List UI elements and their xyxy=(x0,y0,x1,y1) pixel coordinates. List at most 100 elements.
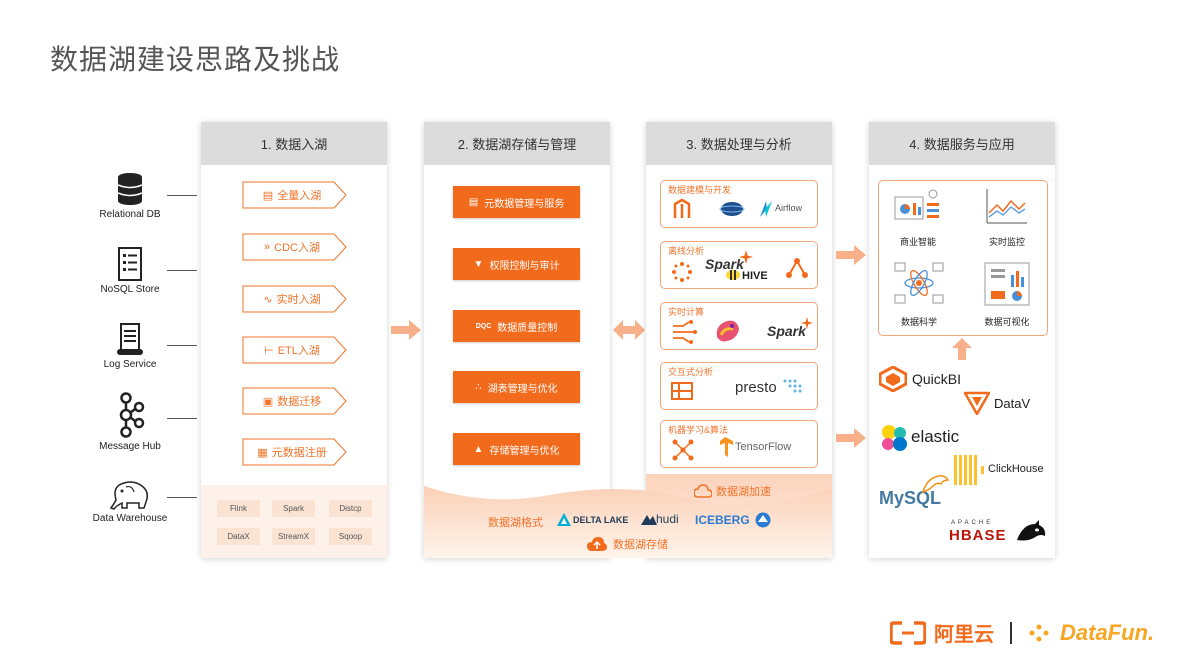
lake-storage: 数据湖存储 xyxy=(587,536,668,552)
mysql-label: MySQL xyxy=(879,488,942,508)
group-interactive: 交互式分析 presto xyxy=(660,362,818,410)
elephant-icon xyxy=(109,481,149,510)
group-ml: 机器学习&算法 TensorFlow xyxy=(660,420,818,468)
hive-bee-icon xyxy=(726,270,740,280)
source-log-service: Log Service xyxy=(90,322,170,370)
dashboard-icon xyxy=(894,189,939,220)
app-visualization: 数据可视化 xyxy=(984,317,1030,327)
ingest-etl[interactable]: ⊢ETL入湖 xyxy=(242,336,347,364)
hudi-icon xyxy=(641,515,657,525)
book-icon: ▤ xyxy=(468,196,479,208)
arrow-right-icon xyxy=(836,245,866,265)
source-message-hub: Message Hub xyxy=(90,392,170,452)
report-icon xyxy=(984,262,1030,306)
scroll-icon xyxy=(117,323,143,355)
datafun-label: DataFun. xyxy=(1060,619,1155,645)
aliyun-label: 阿里云 xyxy=(934,624,994,646)
tools-area xyxy=(201,485,387,558)
page-title: 数据湖建设思路及挑战 xyxy=(50,44,341,75)
ingest-full[interactable]: ▤全量入湖 xyxy=(242,181,347,209)
spark-label: Spark xyxy=(705,256,744,272)
ingest-metadata-register[interactable]: ▦元数据注册 xyxy=(242,438,347,466)
dolphin-icon xyxy=(921,475,949,494)
tensorflow-logo-icon xyxy=(720,437,733,457)
orca-icon xyxy=(1017,520,1046,541)
apps-box: 商业智能 实时监控 数据科学 数据可视化 xyxy=(878,180,1048,336)
lake-format-label: 数据湖格式 xyxy=(488,517,543,529)
ingest-cdc[interactable]: »CDC入湖 xyxy=(242,233,347,261)
elastic-label: elastic xyxy=(911,427,960,446)
ingest-realtime[interactable]: ∿实时入湖 xyxy=(242,285,347,313)
access-control-button[interactable]: ▼权限控制与审计 xyxy=(453,248,580,280)
workflow-logo-icon xyxy=(786,258,808,278)
connector-line xyxy=(167,345,197,346)
iceberg-icon xyxy=(755,512,771,528)
column-header: 4. 数据服务与应用 xyxy=(869,122,1055,165)
column-header: 3. 数据处理与分析 xyxy=(646,122,832,165)
impala-logo-icon xyxy=(672,262,692,282)
pulse-icon: ∿ xyxy=(263,293,273,306)
tool-distcp: Distcp xyxy=(329,500,372,517)
document-list-icon xyxy=(118,247,142,281)
aliyun-logo-icon xyxy=(890,620,926,645)
stream-logo-icon xyxy=(673,320,697,344)
arrow-bidirectional-icon xyxy=(613,320,645,340)
hudi-label: hudi xyxy=(656,512,679,526)
kylin-logo-icon xyxy=(673,198,691,218)
datav-label: DataV xyxy=(994,396,1031,411)
grid-icon: ▦ xyxy=(257,446,268,459)
airflow-logo-icon xyxy=(760,201,772,217)
database-icon xyxy=(117,173,143,205)
column-header: 2. 数据湖存储与管理 xyxy=(424,122,610,165)
lake-acceleration: 数据湖加速 xyxy=(694,483,771,499)
connector-line xyxy=(167,270,197,271)
clickhouse-logo-icon xyxy=(954,455,984,485)
tool-sqoop: Sqoop xyxy=(329,528,372,545)
shield-icon: ▼ xyxy=(473,258,484,270)
planet-logo-icon xyxy=(719,202,745,216)
tensorflow-label: TensorFlow xyxy=(735,441,792,453)
storage-wave-band xyxy=(424,486,832,558)
briefcase-icon: ▣ xyxy=(262,395,274,408)
atom-icon xyxy=(894,262,944,304)
iceberg-label: ICEBERG xyxy=(695,513,750,527)
app-monitoring: 实时监控 xyxy=(988,237,1025,247)
metadata-service-button[interactable]: ▤元数据管理与服务 xyxy=(453,186,580,218)
spark-star-icon xyxy=(739,250,753,264)
column-services-applications: 4. 数据服务与应用 商业智能 实时监控 数据科学 xyxy=(869,122,1055,558)
arrow-right-icon xyxy=(836,428,866,448)
hbase-apache-label: APACHE xyxy=(951,520,994,526)
network-logo-icon xyxy=(672,439,694,461)
kafka-icon xyxy=(119,392,145,438)
ingest-migration[interactable]: ▣数据迁移 xyxy=(242,387,347,415)
flow-icon: ⊢ xyxy=(264,344,274,357)
tool-spark: Spark xyxy=(272,500,315,517)
elastic-logo-icon xyxy=(882,425,907,451)
airflow-label: Airflow xyxy=(775,203,803,213)
tool-streamx: StreamX xyxy=(272,528,315,545)
datav-logo-icon xyxy=(964,391,990,415)
cloud-upload-icon xyxy=(587,537,607,551)
spark-star-icon xyxy=(801,317,813,329)
connector-line xyxy=(167,195,197,196)
arrow-right-icon xyxy=(391,320,421,340)
table-logo-icon xyxy=(671,382,693,400)
stack-icon: ▲ xyxy=(473,443,484,455)
column-processing-analysis: 3. 数据处理与分析 数据建模与开发 Airflow 离线分析 Spark HI… xyxy=(646,122,832,558)
hbase-label: HBASE xyxy=(949,527,1007,544)
app-bi: 商业智能 xyxy=(899,237,936,247)
connector-line xyxy=(167,497,197,498)
group-realtime: 实时计算 Spark xyxy=(660,302,818,350)
datafun-dots-icon xyxy=(1029,624,1049,641)
quickbi-logo-icon xyxy=(879,366,907,392)
source-data-warehouse: Data Warehouse xyxy=(90,478,170,524)
table-management-button[interactable]: ∴湖表管理与优化 xyxy=(453,371,580,403)
footer-brand: 阿里云 DataFun. xyxy=(890,618,1154,647)
delta-lake-label: DELTA LAKE xyxy=(573,515,629,525)
column-header: 1. 数据入湖 xyxy=(201,122,387,165)
storage-management-button[interactable]: ▲存储管理与优化 xyxy=(453,433,580,465)
source-relational-db: Relational DB xyxy=(90,172,170,220)
column-data-ingestion: 1. 数据入湖 ▤全量入湖 »CDC入湖 ∿实时入湖 ⊢ETL入湖 ▣数据迁移 … xyxy=(201,122,387,558)
